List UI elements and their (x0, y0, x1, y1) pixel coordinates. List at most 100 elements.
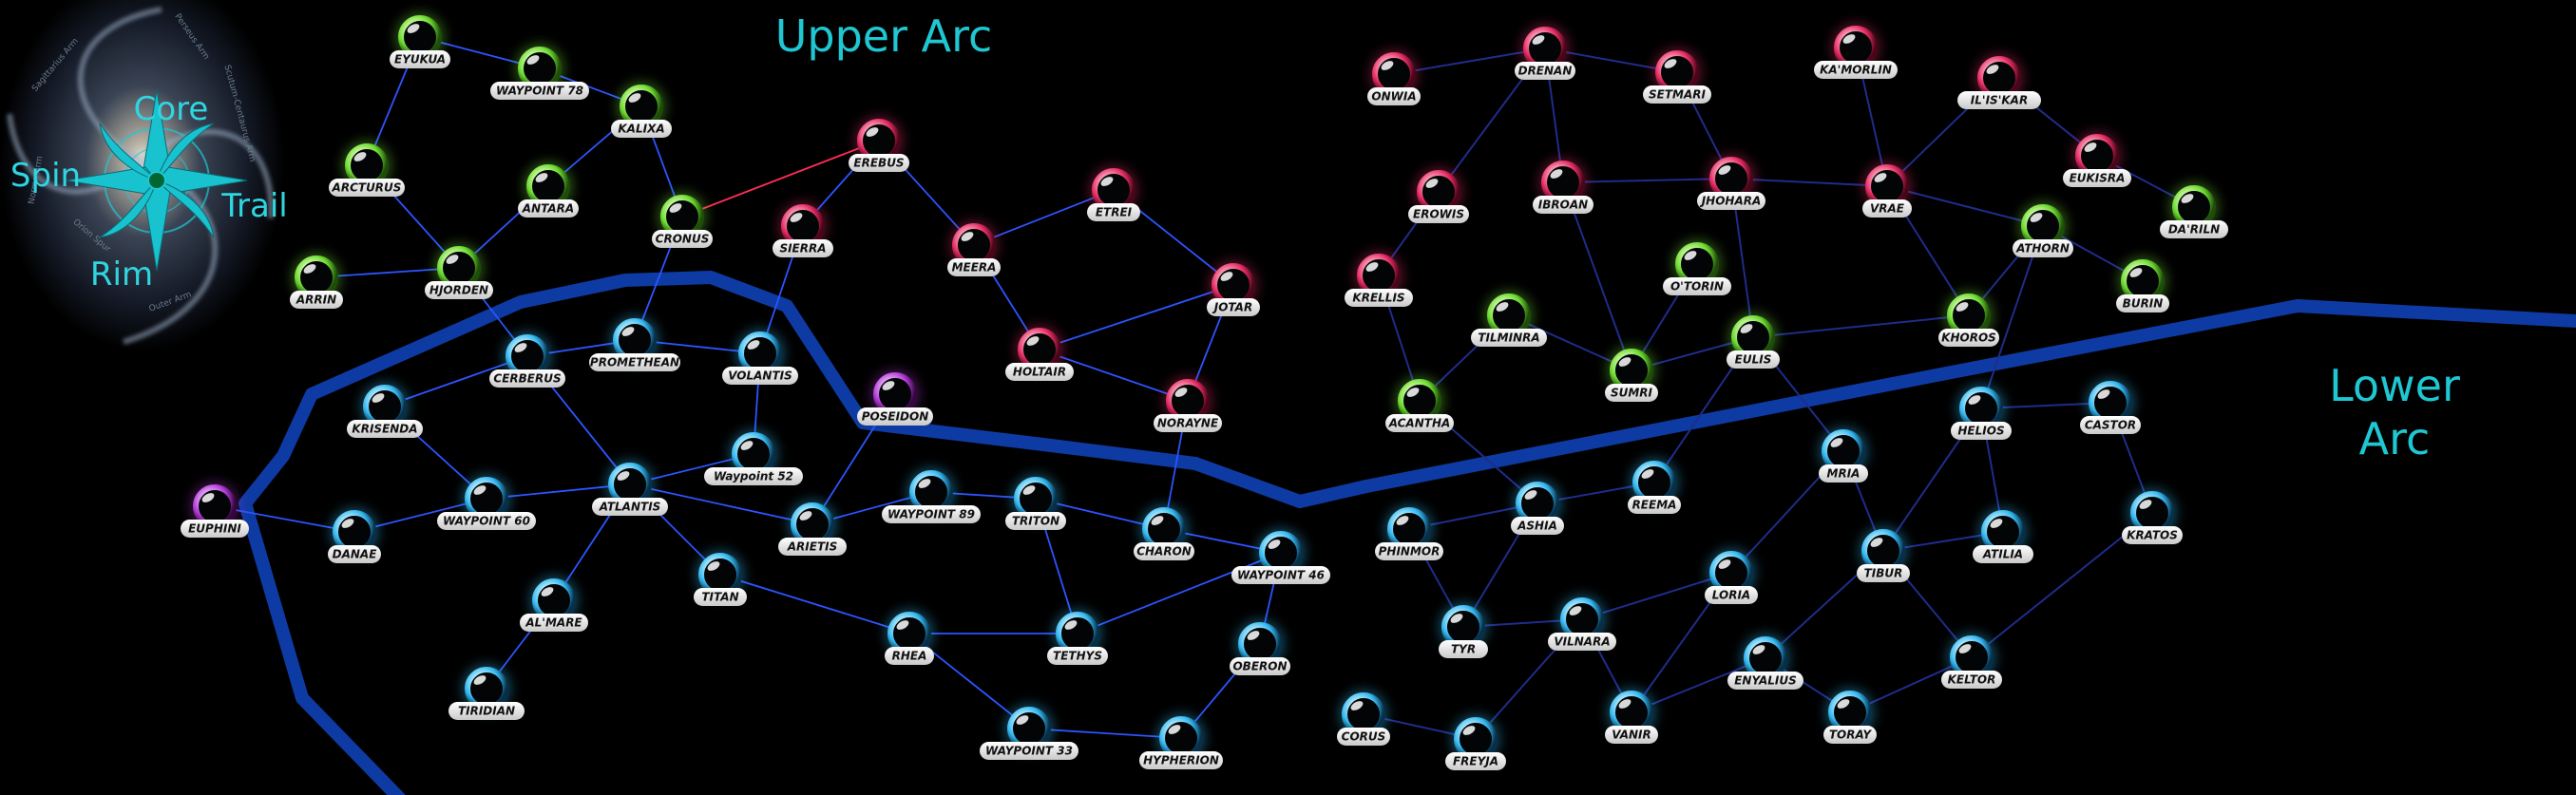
system-highlight (1718, 165, 1731, 175)
system-waypoint52[interactable]: Waypoint 52 (704, 429, 803, 485)
system-vilnara[interactable]: VILNARA (1548, 595, 1616, 651)
system-jotar[interactable]: JOTAR (1207, 260, 1260, 316)
system-otorin[interactable]: O'TORIN (1663, 239, 1731, 295)
system-highlight (1026, 336, 1040, 346)
system-setmari[interactable]: SETMARI (1643, 47, 1711, 104)
system-highlight (669, 203, 682, 213)
system-helios[interactable]: HELIOS (1951, 384, 2012, 440)
system-highlight (1550, 169, 1563, 179)
system-cerberus[interactable]: CERBERUS (489, 331, 565, 388)
system-eulis[interactable]: EULIS (1727, 312, 1780, 369)
system-mria[interactable]: MRIA (1819, 426, 1868, 483)
system-label-plate (1345, 289, 1413, 307)
system-tilminra[interactable]: TILMINRA (1471, 291, 1547, 347)
system-kamorlin[interactable]: KA'MORLIN (1814, 23, 1898, 79)
system-athorn[interactable]: ATHORN (2013, 201, 2073, 257)
system-charon[interactable]: CHARON (1134, 504, 1194, 560)
system-corus[interactable]: CORUS (1337, 690, 1390, 746)
system-titan[interactable]: TITAN (694, 550, 747, 606)
system-danae[interactable]: DANAE (328, 507, 381, 563)
system-enyalius[interactable]: ENYALIUS (1727, 634, 1803, 690)
system-erebus[interactable]: EREBUS (849, 116, 909, 172)
system-jhohara[interactable]: JHOHARA (1697, 154, 1765, 210)
system-hjorden[interactable]: HJORDEN (425, 243, 493, 299)
system-vanir[interactable]: VANIR (1605, 688, 1658, 744)
system-name: CASTOR (2085, 419, 2136, 432)
system-name: DANAE (333, 548, 378, 561)
system-poseidon[interactable]: POSEIDON (857, 369, 933, 426)
system-name: VRAE (1870, 202, 1905, 216)
system-highlight (1174, 388, 1188, 397)
system-highlight (1247, 631, 1260, 640)
system-arrin[interactable]: ARRIN (290, 253, 343, 309)
system-arcturus[interactable]: ARCTURUS (329, 141, 405, 197)
system-reema[interactable]: REEMA (1628, 458, 1681, 514)
system-waypoint60[interactable]: WAYPOINT 60 (437, 474, 536, 530)
system-highlight (961, 232, 974, 241)
system-norayne[interactable]: NORAYNE (1154, 376, 1222, 432)
system-waypoint33[interactable]: WAYPOINT 33 (980, 704, 1078, 760)
system-highlight (2030, 213, 2043, 222)
system-cronus[interactable]: CRONUS (652, 192, 713, 248)
galaxy-inset: Perseus Arm Sagittarius Arm Orion Spur S… (0, 0, 288, 361)
system-loria[interactable]: LORIA (1705, 548, 1758, 604)
system-holtair[interactable]: HOLTAIR (1005, 325, 1074, 381)
system-ibroan[interactable]: IBROAN (1533, 158, 1593, 214)
system-promethean[interactable]: PROMETHEAN (589, 315, 680, 371)
system-triton[interactable]: TRITON (1005, 474, 1066, 530)
system-almare[interactable]: AL'MARE (520, 576, 588, 632)
system-tiridian[interactable]: TIRIDIAN (448, 664, 525, 720)
system-highlight (1837, 699, 1850, 709)
system-highlight (1664, 59, 1677, 68)
system-burin[interactable]: BURIN (2116, 256, 2169, 312)
system-atilia[interactable]: ATILIA (1973, 507, 2033, 563)
system-erowis[interactable]: EROWIS (1408, 167, 1469, 223)
system-sierra[interactable]: SIERRA (773, 201, 833, 257)
system-vrae[interactable]: VRAE (1862, 161, 1912, 218)
system-volantis[interactable]: VOLANTIS (722, 329, 798, 385)
system-toray[interactable]: TORAY (1823, 688, 1877, 744)
system-ashia[interactable]: ASHIA (1511, 479, 1564, 535)
system-waypoint46[interactable]: WAYPOINT 46 (1231, 528, 1330, 584)
system-euphini[interactable]: EUPHINI (181, 482, 249, 538)
system-arietis[interactable]: ARIETIS (778, 500, 847, 556)
system-ilisskar[interactable]: IL'IS'KAR (1957, 53, 2041, 109)
system-castor[interactable]: CASTOR (2080, 378, 2141, 434)
system-freyja[interactable]: FREYJA (1445, 714, 1506, 770)
system-rhea[interactable]: RHEA (885, 609, 934, 665)
system-krellis[interactable]: KRELLIS (1345, 251, 1413, 307)
system-eyukua[interactable]: EYUKUA (390, 12, 450, 68)
system-sumri[interactable]: SUMRI (1605, 346, 1658, 402)
system-etrei[interactable]: ETREI (1087, 165, 1140, 221)
system-antara[interactable]: ANTARA (518, 161, 579, 218)
system-waypoint89[interactable]: WAYPOINT 89 (882, 467, 981, 523)
system-waypoint78[interactable]: WAYPOINT 78 (490, 44, 589, 100)
system-meera[interactable]: MEERA (947, 220, 1001, 276)
system-oberon[interactable]: OBERON (1230, 619, 1290, 675)
system-tibur[interactable]: TIBUR (1857, 526, 1910, 582)
system-name: JHOHARA (1700, 195, 1762, 208)
system-kalixa[interactable]: KALIXA (611, 82, 672, 138)
system-khoros[interactable]: KHOROS (1938, 291, 1999, 347)
lower-arc-title-line2: Arc (2359, 413, 2431, 464)
system-name: NORAYNE (1157, 417, 1219, 430)
system-tethys[interactable]: TETHYS (1047, 609, 1108, 665)
system-highlight (446, 255, 459, 264)
system-hypherion[interactable]: HYPHERION (1139, 713, 1223, 769)
system-highlight (1365, 262, 1379, 272)
system-tyr[interactable]: TYR (1439, 602, 1488, 658)
system-keltor[interactable]: KELTOR (1941, 633, 2002, 689)
system-label-plate (1548, 633, 1616, 651)
system-drenan[interactable]: DRENAN (1515, 24, 1575, 80)
system-dariln[interactable]: DA'RILN (2160, 182, 2228, 238)
system-acantha[interactable]: ACANTHA (1385, 376, 1454, 432)
system-kratos[interactable]: KRATOS (2122, 488, 2183, 544)
system-onwia[interactable]: ONWIA (1367, 49, 1421, 105)
system-krisenda[interactable]: KRISENDA (347, 382, 423, 438)
system-phinmor[interactable]: PHINMOR (1375, 504, 1443, 560)
system-label-plate (1408, 205, 1469, 223)
system-highlight (473, 675, 487, 685)
system-atlantis[interactable]: ATLANTIS (592, 460, 668, 516)
system-name: TIBUR (1864, 567, 1903, 580)
system-eukisra[interactable]: EUKISRA (2063, 131, 2131, 187)
